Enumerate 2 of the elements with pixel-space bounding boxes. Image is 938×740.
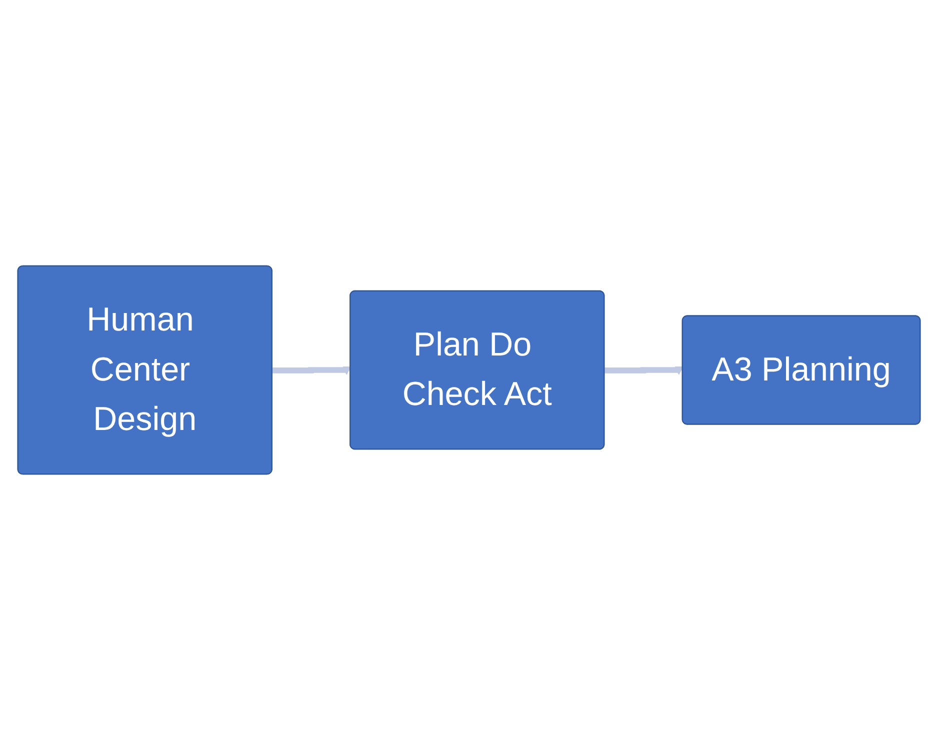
arrow <box>272 366 351 375</box>
arrow <box>604 366 684 375</box>
